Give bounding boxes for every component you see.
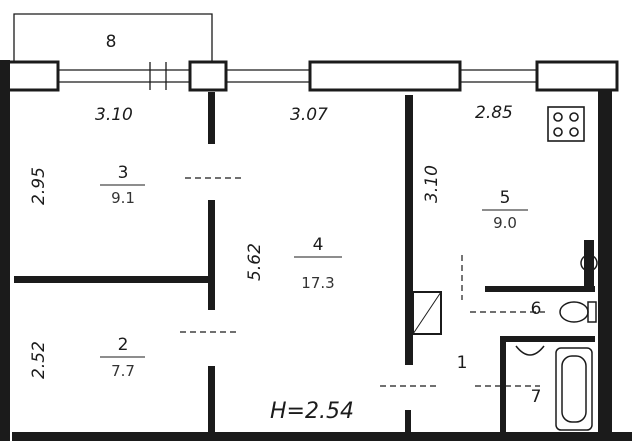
wall-kitchen-wc [485, 286, 595, 292]
wall-bath-hall [500, 336, 506, 436]
room-number-bath: 7 [531, 387, 542, 407]
bottom-outer-wall [12, 432, 632, 441]
toilet-icon [559, 301, 597, 323]
right-top-wall [308, 60, 462, 92]
wall-4-5 [405, 95, 413, 365]
left-top-pier [0, 60, 60, 92]
sink-icon [580, 254, 598, 272]
mid-top-pier [188, 60, 228, 92]
outer-walls [0, 60, 632, 441]
room-area-2: 7.7 [111, 362, 135, 380]
kitchen-top-pier [535, 60, 619, 92]
kitchen-vent [584, 240, 594, 290]
dim-room5-width: 2.85 [475, 103, 513, 123]
dim-room3-depth: 2.95 [29, 167, 49, 205]
dim-room2-depth: 2.52 [29, 341, 49, 379]
shaft [412, 291, 442, 335]
wall-hall-bottom [405, 410, 411, 434]
room-number-3: 3 [118, 163, 129, 183]
stove-icon [547, 106, 585, 142]
wall-3-4-lower [208, 200, 215, 310]
dim-room4-width: 3.07 [290, 105, 328, 125]
room-number-balcony: 8 [106, 32, 117, 52]
dim-room5-depth: 3.10 [422, 165, 442, 203]
bathtub-icon [555, 347, 593, 431]
left-outer-wall [0, 60, 10, 441]
room-number-2: 2 [118, 335, 129, 355]
wall-2-4-lower [208, 366, 215, 432]
dim-room3-width: 3.10 [95, 105, 133, 125]
balcony-outline [13, 13, 213, 62]
room-area-3: 9.1 [111, 189, 135, 207]
ceiling-height-label: H=2.54 [270, 399, 354, 424]
wall-2-3 [14, 276, 214, 283]
wall-wc-bath [500, 336, 595, 342]
door-marks [180, 177, 545, 387]
windows [58, 62, 537, 90]
room-number-wc: 6 [531, 299, 542, 319]
room-area-5: 9.0 [493, 214, 517, 232]
wall-3-4-upper [208, 92, 215, 144]
room-number-5: 5 [500, 188, 511, 208]
washbasin-icon [515, 345, 545, 356]
dim-room4-depth: 5.62 [245, 243, 265, 281]
room-number-hall: 1 [457, 353, 468, 373]
interior-walls [14, 92, 595, 436]
right-outer-wall [598, 90, 612, 435]
room-number-4: 4 [313, 235, 324, 255]
room-area-4: 17.3 [301, 274, 334, 292]
